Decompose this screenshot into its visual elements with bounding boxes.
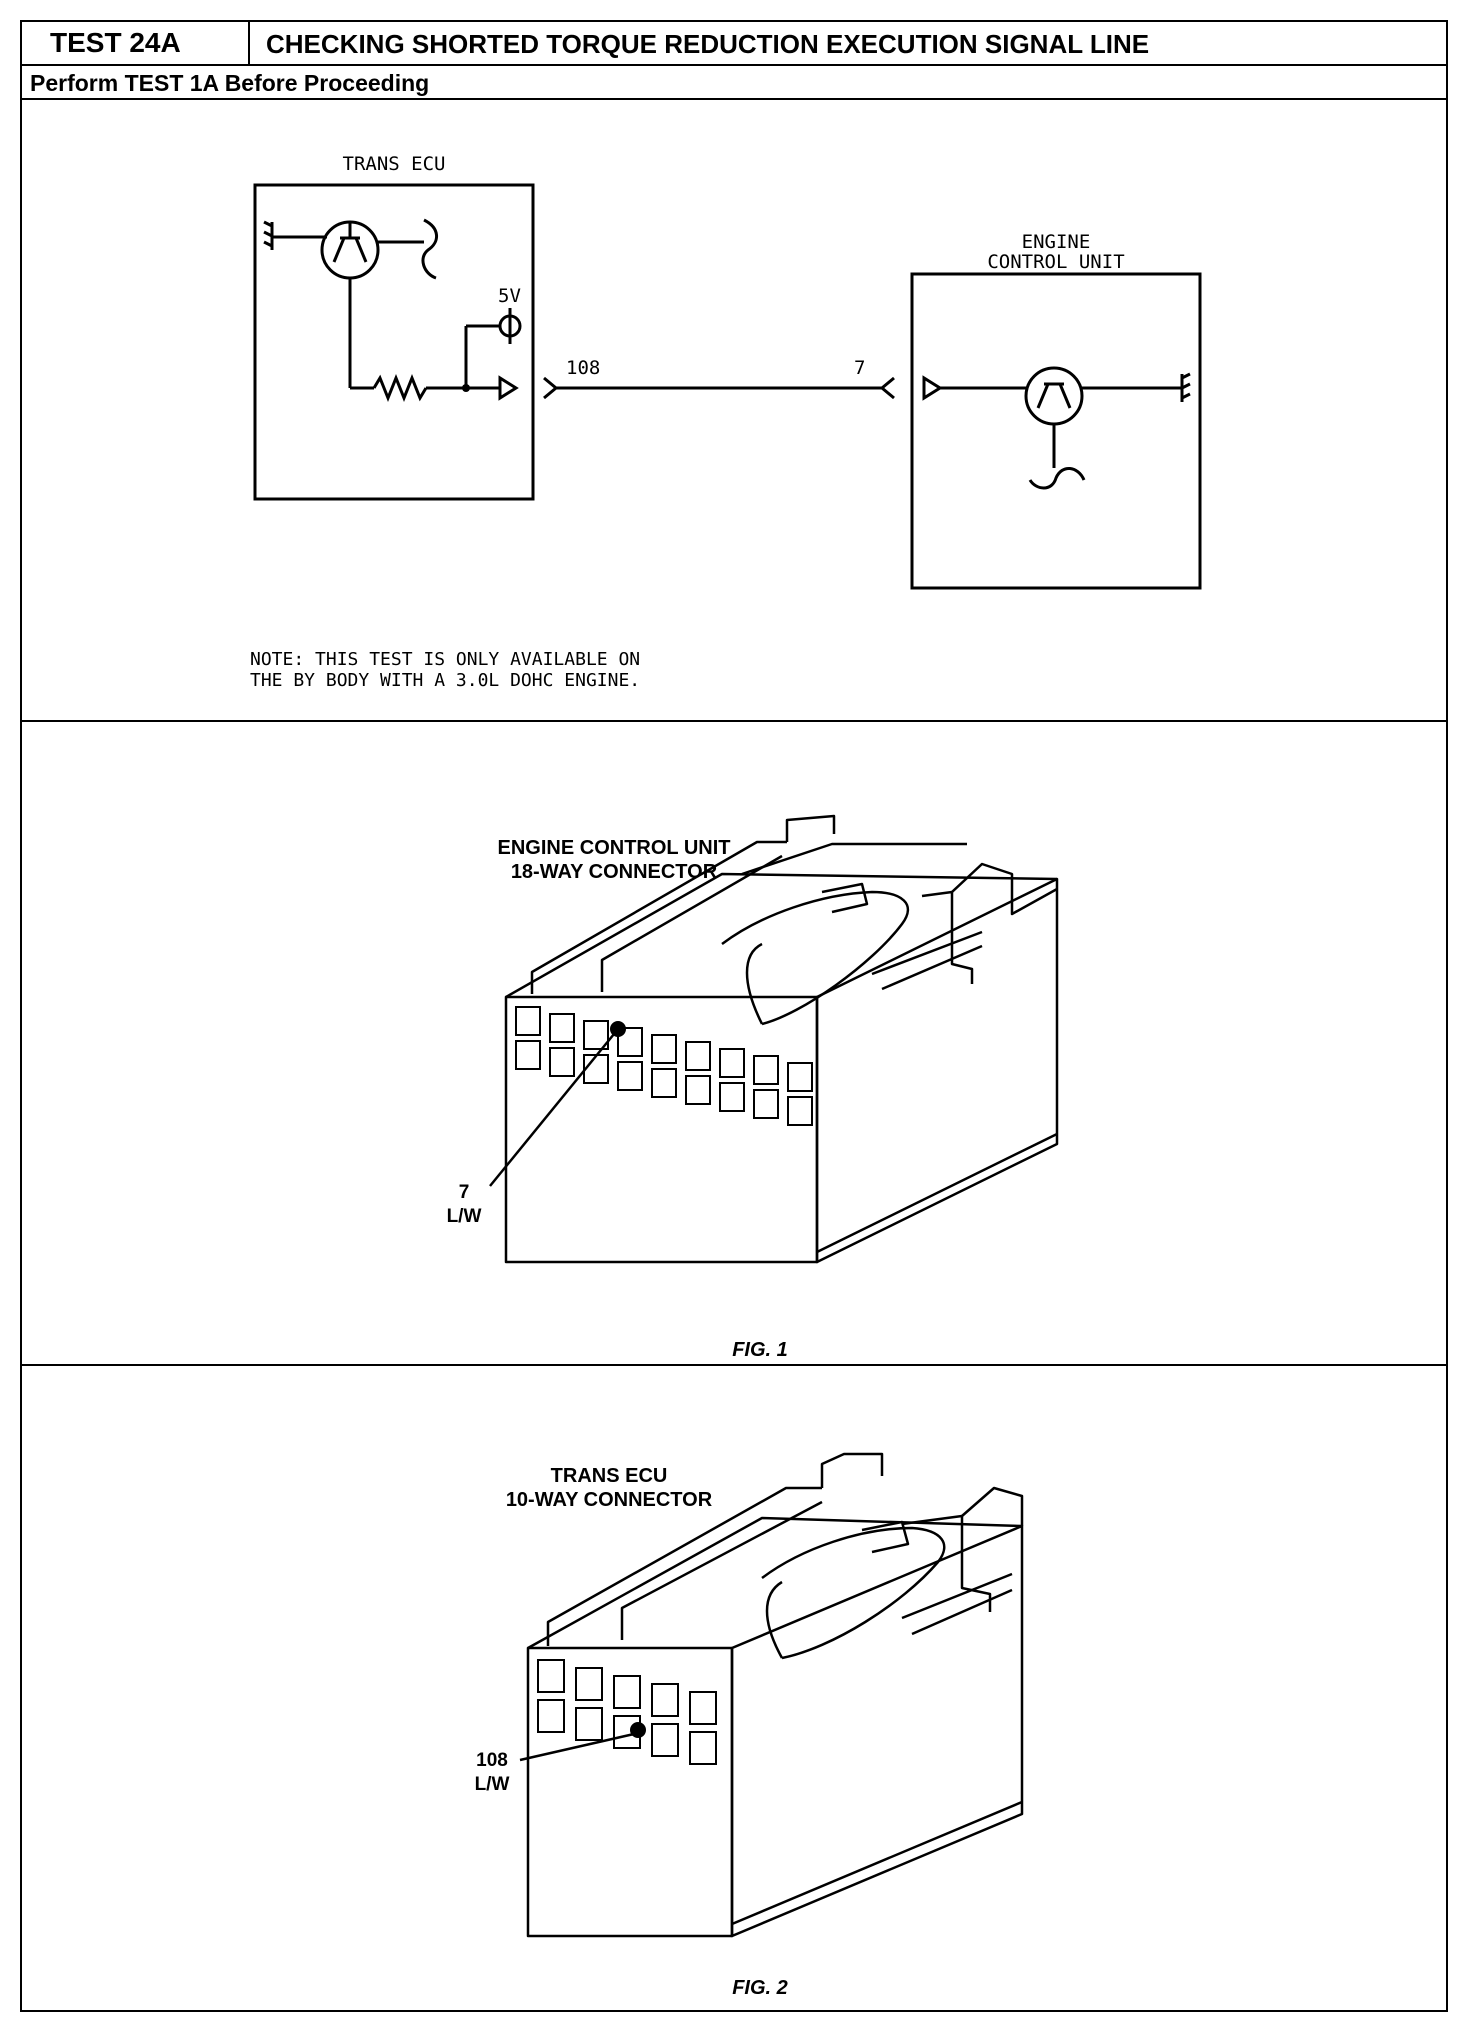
fig1-connector-front: [504, 995, 819, 1264]
fig1-caption: FIG. 1: [732, 1339, 788, 1361]
engine-cu-label-line1: ENGINE: [1022, 231, 1091, 253]
fig2-title-line1: TRANS ECU: [551, 1465, 668, 1487]
fig1-connector-drawing: ENGINE CONTROL UNIT 18-WAY CONNECTOR 7 L…: [447, 814, 1059, 1361]
engine-transistor: [1024, 366, 1084, 426]
engine-control-unit-box: [910, 272, 1202, 590]
test-title: CHECKING SHORTED TORQUE REDUCTION EXECUT…: [266, 29, 1150, 59]
fig2-wire-label: L/W: [475, 1774, 510, 1795]
prerequisite-note: Perform TEST 1A Before Proceeding: [22, 66, 1446, 100]
fig1-wire-label: L/W: [447, 1206, 482, 1227]
note-line-1: NOTE: THIS TEST IS ONLY AVAILABLE ON: [250, 649, 640, 670]
fig1-pin-7-marker: [610, 1021, 626, 1037]
fig2-leader-line: [519, 1732, 635, 1762]
fig1-title-line1: ENGINE CONTROL UNIT: [498, 837, 731, 859]
wiring-schematic: TRANS ECU ENGINE CONTROL UNIT 5V 108 7 N…: [250, 153, 1202, 691]
voltage-label: 5V: [498, 285, 521, 307]
fig2-pin-label: 108: [476, 1750, 508, 1771]
fig2-section: TRANS ECU 10-WAY CONNECTOR 108 L/W FIG. …: [22, 1368, 1446, 2010]
trans-pin-number: 108: [566, 357, 600, 379]
engine-pin-number: 7: [854, 357, 865, 379]
note-line-2: THE BY BODY WITH A 3.0L DOHC ENGINE.: [250, 670, 640, 691]
schematic-section: TRANS ECU ENGINE CONTROL UNIT 5V 108 7 N…: [22, 102, 1446, 722]
fig1-leader-line: [489, 1033, 615, 1187]
fig1-title-line2: 18-WAY CONNECTOR: [511, 861, 718, 883]
test-id: TEST 24A: [22, 22, 250, 64]
engine-cu-label-line2: CONTROL UNIT: [987, 251, 1124, 273]
fig1-section: ENGINE CONTROL UNIT 18-WAY CONNECTOR 7 L…: [22, 724, 1446, 1366]
fig2-caption: FIG. 2: [732, 1977, 788, 1999]
trans-ecu-label: TRANS ECU: [343, 153, 446, 175]
test-page-frame: TEST 24A CHECKING SHORTED TORQUE REDUCTI…: [20, 20, 1448, 2012]
fig1-pin-label: 7: [459, 1182, 470, 1203]
fig2-title-line2: 10-WAY CONNECTOR: [506, 1489, 713, 1511]
header-row: TEST 24A CHECKING SHORTED TORQUE REDUCTI…: [22, 22, 1446, 66]
fig2-pin-grid: [537, 1659, 717, 1765]
fig1-pin-grid: [515, 1006, 813, 1126]
fig2-connector-drawing: TRANS ECU 10-WAY CONNECTOR 108 L/W FIG. …: [475, 1452, 1024, 1999]
trans-ecu-box: [253, 183, 535, 501]
